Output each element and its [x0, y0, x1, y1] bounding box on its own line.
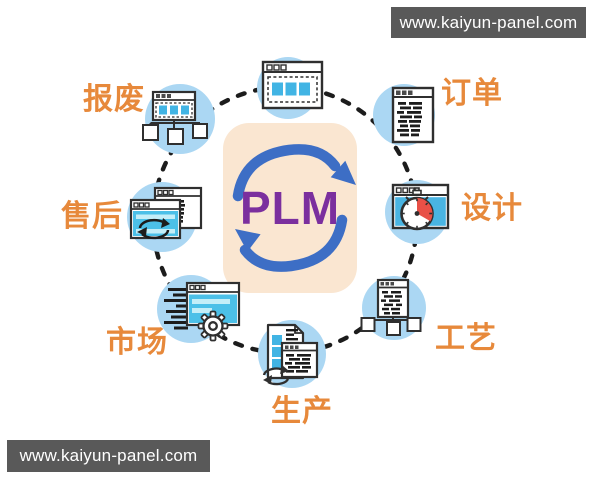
node-market [141, 259, 241, 359]
watermark-top: www.kaiyun-panel.com [391, 7, 586, 38]
windows-sync-icon [127, 182, 203, 252]
node-scrap [130, 69, 230, 169]
cycle-arrows-icon [232, 144, 356, 272]
node-lifecycle-top [238, 38, 338, 138]
window-document-list-icon [373, 84, 435, 146]
label-market: 市场 [106, 326, 168, 359]
label-aftersales: 售后 [61, 200, 123, 233]
watermark-top-text: www.kaiyun-panel.com [399, 12, 578, 32]
node-production [242, 303, 342, 403]
window-stopwatch-icon [385, 180, 450, 244]
window-text-gear-icon [157, 275, 241, 343]
watermark-bottom: www.kaiyun-panel.com [7, 440, 210, 472]
label-process: 工艺 [435, 322, 497, 355]
window-modules-tree-icon [142, 84, 215, 154]
node-order [354, 65, 454, 165]
plm-center-card: PLM [223, 123, 357, 293]
label-scrap: 报废 [83, 83, 145, 116]
node-aftersales [112, 166, 212, 266]
window-modules-icon [257, 57, 324, 119]
label-order: 订单 [441, 77, 503, 110]
node-process [344, 258, 444, 358]
label-design: 设计 [461, 192, 523, 225]
document-window-sync-icon [258, 320, 326, 388]
window-list-tree-icon [360, 276, 426, 340]
node-design [367, 162, 467, 262]
label-production: 生产 [271, 395, 333, 428]
plm-title: PLM [239, 182, 341, 234]
watermark-bottom-text: www.kaiyun-panel.com [19, 446, 198, 465]
